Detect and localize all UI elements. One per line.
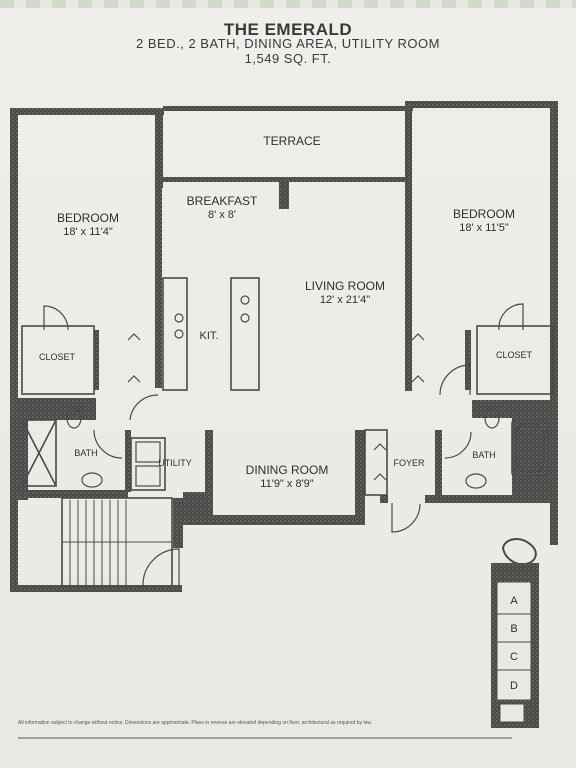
locker-label-a: A	[510, 595, 518, 607]
bedroom-left-dimensions: 18' x 11'4"	[63, 226, 113, 238]
sink-icon	[81, 472, 103, 488]
toilet-icon	[484, 407, 500, 429]
closet-left-label: CLOSET	[39, 352, 76, 362]
storage-lockers: A B C D	[491, 538, 539, 728]
kitchen-label: KIT.	[200, 330, 219, 342]
bedroom-right-dimensions: 18' x 11'5"	[459, 222, 509, 234]
terrace-label: TERRACE	[263, 134, 320, 148]
breakfast-label: BREAKFAST	[187, 194, 258, 208]
outer-walls	[10, 101, 558, 592]
door-swings	[43, 303, 524, 586]
plan-title: THE EMERALD	[223, 22, 353, 36]
locker-label-b: B	[510, 623, 517, 635]
toilet-icon	[66, 407, 82, 429]
plan-header: THE EMERALD 2 BED., 2 BATH, DINING AREA,…	[0, 22, 576, 66]
stairs	[62, 500, 172, 585]
bath-right-label: BATH	[472, 450, 495, 460]
thin-partitions	[21, 277, 554, 587]
utility-label: UTILITY	[158, 458, 192, 468]
sink-icon	[465, 473, 487, 489]
dining-room-label: DINING ROOM	[246, 463, 329, 477]
foyer-label: FOYER	[393, 458, 425, 468]
closet-right-label: CLOSET	[496, 350, 533, 360]
top-edge-strip	[0, 0, 576, 8]
fixtures	[65, 295, 501, 489]
plan-subtitle: 2 BED., 2 BATH, DINING AREA, UTILITY ROO…	[136, 36, 440, 51]
bath-left-label: BATH	[74, 448, 97, 458]
disclaimer-footnote: All information subject to change withou…	[18, 720, 373, 726]
locker-label-d: D	[510, 680, 518, 692]
bedroom-left-label: BEDROOM	[57, 211, 119, 225]
living-room-label: LIVING ROOM	[305, 279, 385, 293]
room-labels: TERRACE BREAKFAST 8' x 8' BEDROOM 18' x …	[39, 134, 533, 490]
bedroom-right-label: BEDROOM	[453, 207, 515, 221]
living-room-dimensions: 12' x 21'4"	[320, 294, 370, 306]
dining-room-dimensions: 11'9" x 8'9"	[260, 478, 313, 490]
breakfast-dimensions: 8' x 8'	[208, 209, 236, 221]
locker-label-c: C	[510, 651, 518, 663]
plan-square-footage: 1,549 SQ. FT.	[244, 51, 332, 66]
